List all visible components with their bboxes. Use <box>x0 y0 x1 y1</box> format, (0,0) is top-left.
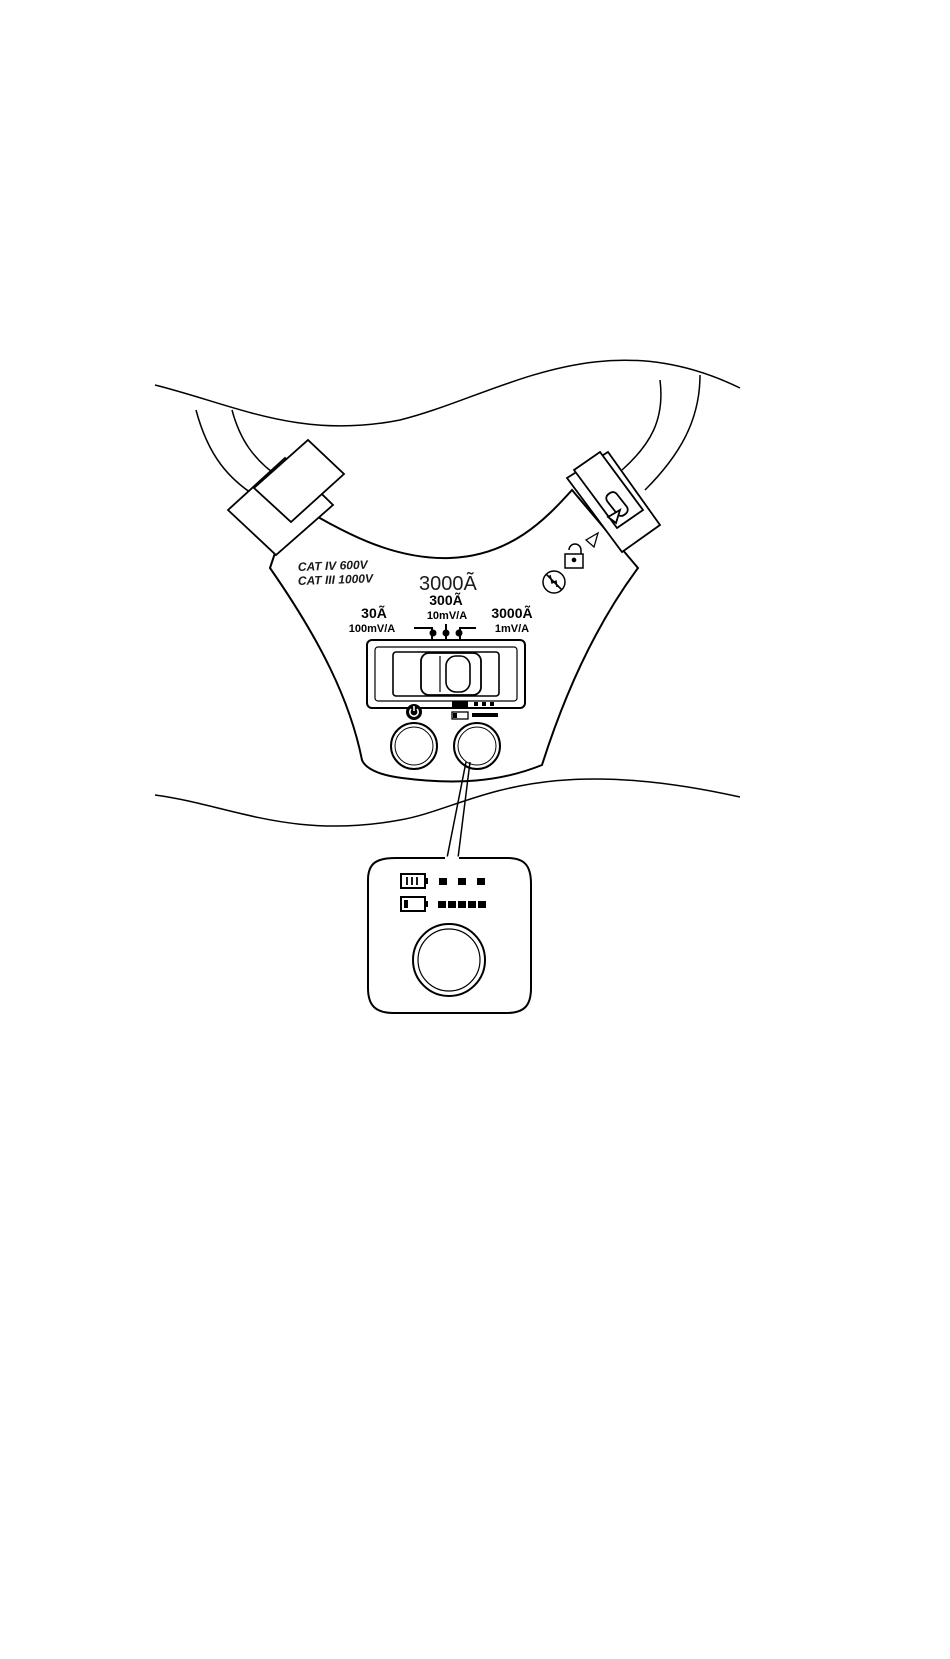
sensitivity-1mv: 1mV/A <box>495 623 529 635</box>
range-300a: 300Ã <box>429 591 462 608</box>
bottom-break-line <box>155 779 740 826</box>
battery-full-icon <box>401 874 428 888</box>
battery-low-icon <box>401 897 428 911</box>
top-break-line <box>155 360 740 426</box>
cat-iii-label: CAT III 1000V <box>298 571 375 588</box>
power-button[interactable] <box>391 723 437 769</box>
sensitivity-10mv: 10mV/A <box>427 610 467 622</box>
range-3000a: 3000Ã <box>491 604 532 621</box>
battery-low-segments <box>438 901 486 908</box>
battery-check-button-magnified <box>413 924 485 996</box>
sensitivity-100mv: 100mV/A <box>349 623 396 635</box>
range-switch-slider[interactable] <box>421 653 481 695</box>
battery-full-segments <box>439 878 485 885</box>
battery-check-button[interactable] <box>454 723 500 769</box>
range-30a: 30Ã <box>361 604 387 621</box>
range-position-dots <box>430 630 463 637</box>
no-hand-icon <box>543 571 565 593</box>
clamp-body <box>270 490 638 782</box>
power-icon <box>406 704 422 720</box>
